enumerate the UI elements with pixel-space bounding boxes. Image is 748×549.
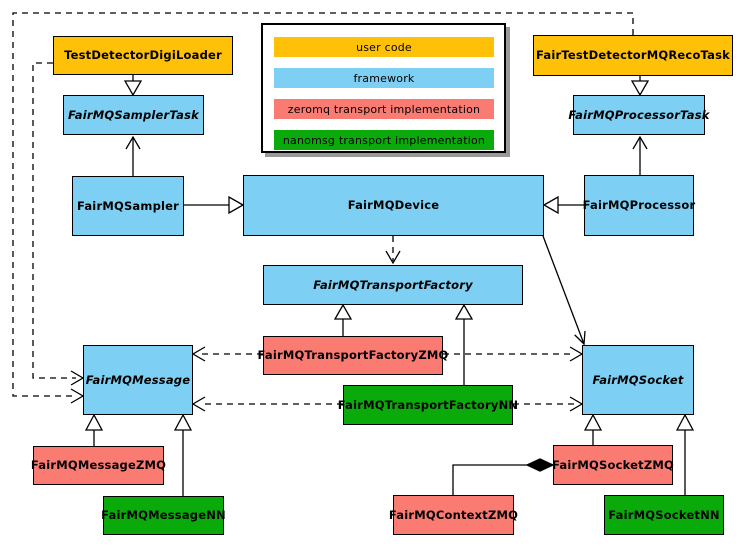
legend-label-zeromq: zeromq transport implementation (287, 102, 481, 116)
class-box-fairmq-processor-task: FairMQProcessorTask (568, 95, 709, 135)
legend-swatch-framework: framework (274, 68, 494, 88)
edge-factoryzmq-inherits-factory (333, 303, 353, 336)
class-label: FairMQProcessorTask (568, 107, 710, 122)
edge-sampler-inherits-device (184, 195, 245, 215)
edge-processor-inherits-device (542, 195, 584, 215)
edge-device-to-socket (542, 235, 586, 346)
class-box-fairmq-socket-zmq: FairMQSocketZMQ (552, 445, 674, 485)
edge-recotask-inherits-processortask (630, 76, 650, 97)
edge-factoryzmq-to-message (191, 346, 263, 362)
class-label: FairMQSocketZMQ (552, 457, 674, 472)
class-box-test-detector-digi-loader: TestDetectorDigiLoader (53, 36, 233, 75)
class-box-fairmq-socket-nn: FairMQSocketNN (604, 495, 724, 535)
class-box-fairmq-context-zmq: FairMQContextZMQ (389, 495, 518, 535)
legend: user code framework zeromq transport imp… (261, 23, 506, 153)
edge-messagenn-inherits-message (173, 413, 193, 496)
class-box-fair-test-detector-mq-reco-task: FairTestDetectorMQRecoTask (533, 35, 733, 76)
class-box-fairmq-transport-factory: FairMQTransportFactory (263, 265, 523, 305)
class-box-fairmq-message: FairMQMessage (83, 345, 193, 415)
class-label: FairMQDevice (347, 198, 440, 213)
edge-contextzmq-composes-socketzmq (452, 458, 555, 495)
legend-swatch-zeromq: zeromq transport implementation (274, 99, 494, 119)
class-box-fairmq-sampler: FairMQSampler (72, 176, 184, 236)
edge-socketnn-inherits-socket (675, 413, 695, 495)
legend-label-nanomsg: nanomsg transport implementation (282, 133, 486, 147)
edge-messagezmq-inherits-message (84, 413, 104, 446)
class-box-fairmq-message-zmq: FairMQMessageZMQ (30, 446, 167, 485)
edge-digiloader-inherits-samplertask (123, 75, 143, 97)
class-label: FairMQSocketNN (608, 507, 720, 522)
class-label: FairMQSampler (76, 198, 180, 213)
class-label: TestDetectorDigiLoader (64, 48, 222, 63)
legend-swatch-user-code: user code (274, 37, 494, 57)
class-box-fairmq-message-nn: FairMQMessageNN (101, 496, 226, 535)
class-label: FairMQMessage (85, 372, 191, 387)
edge-socketzmq-inherits-socket (583, 413, 603, 445)
class-box-fairmq-transport-factory-nn: FairMQTransportFactoryNN (338, 385, 518, 425)
edge-device-to-factory (385, 236, 401, 265)
class-label: FairTestDetectorMQRecoTask (536, 48, 730, 63)
class-label: FairMQTransportFactoryNN (337, 397, 519, 412)
legend-swatch-nanomsg: nanomsg transport implementation (274, 130, 494, 150)
edge-factorynn-to-message (191, 396, 343, 412)
edge-factorynn-inherits-factory (454, 303, 474, 385)
class-label: FairMQProcessor (582, 198, 696, 213)
class-label: FairMQSamplerTask (68, 107, 199, 122)
class-box-fairmq-device: FairMQDevice (243, 175, 544, 236)
class-label: FairMQTransportFactoryZMQ (257, 348, 449, 363)
class-label: FairMQSocket (592, 372, 684, 387)
edge-factorynn-to-socket (513, 396, 584, 412)
legend-label-framework: framework (353, 71, 415, 85)
edge-sampler-to-samplertask (125, 135, 141, 176)
class-label: FairMQMessageNN (101, 508, 226, 523)
class-label: FairMQContextZMQ (388, 507, 519, 522)
class-box-fairmq-sampler-task: FairMQSamplerTask (63, 95, 204, 135)
class-label: FairMQMessageZMQ (30, 458, 167, 473)
class-box-fairmq-transport-factory-zmq: FairMQTransportFactoryZMQ (258, 336, 448, 375)
class-label: FairMQTransportFactory (313, 277, 473, 292)
class-box-fairmq-socket: FairMQSocket (582, 345, 694, 415)
legend-label-user-code: user code (356, 40, 412, 54)
edge-processor-to-processortask (632, 135, 648, 176)
class-box-fairmq-processor: FairMQProcessor (582, 175, 696, 236)
